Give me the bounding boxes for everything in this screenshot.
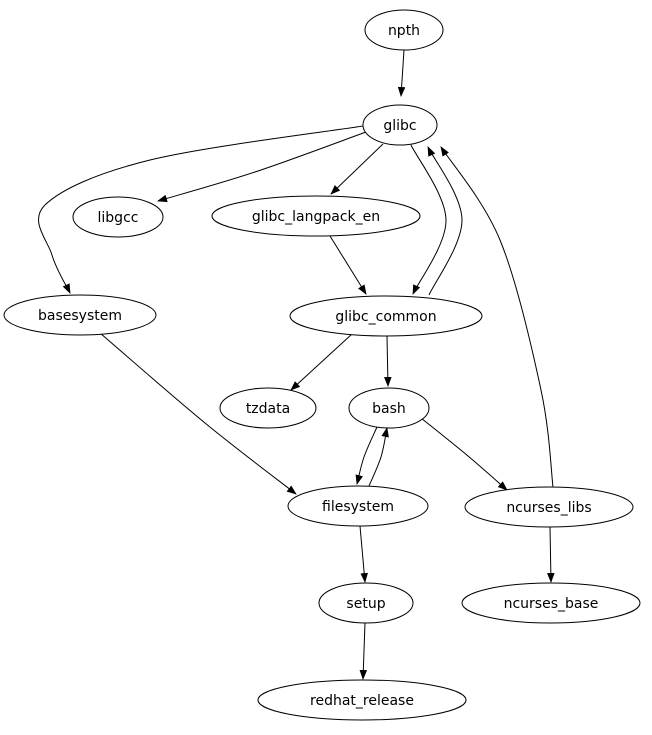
edge-glibc_langpack_en-to-glibc_common (329, 235, 367, 295)
edge-glibc-to-basesystem (38, 125, 364, 294)
node-label-setup: setup (346, 596, 385, 612)
edge-glibc-to-glibc_langpack_en (330, 143, 384, 195)
node-ncurses_libs: ncurses_libs (464, 486, 634, 528)
node-setup: setup (318, 582, 414, 624)
node-label-redhat_release: redhat_release (310, 693, 414, 709)
node-label-filesystem: filesystem (322, 499, 394, 515)
node-ellipse-glibc (362, 104, 438, 146)
node-ellipse-tzdata (219, 387, 317, 429)
node-ellipse-basesystem (3, 294, 157, 336)
node-label-libgcc: libgcc (98, 210, 139, 226)
node-ellipse-setup (318, 582, 414, 624)
node-label-basesystem: basesystem (38, 308, 122, 324)
edge-basesystem-to-filesystem (99, 332, 297, 495)
node-bash: bash (348, 387, 430, 429)
node-ncurses_base: ncurses_base (461, 582, 641, 624)
edge-filesystem-to-bash (368, 427, 389, 487)
node-label-glibc: glibc (383, 118, 416, 134)
nodes-layer: npth glibc libgcc glibc_langpack_en basesyst… (3, 9, 641, 721)
node-libgcc: libgcc (72, 196, 164, 238)
node-glibc: glibc (362, 104, 438, 146)
node-ellipse-filesystem (287, 485, 429, 527)
node-glibc_common: glibc_common (289, 295, 483, 337)
node-label-bash: bash (372, 401, 406, 417)
node-label-ncurses_libs: ncurses_libs (506, 500, 591, 516)
node-ellipse-ncurses_libs (464, 486, 634, 528)
edge-npth-to-glibc (397, 49, 406, 97)
edge-glibc_common-to-tzdata (290, 333, 353, 391)
node-label-ncurses_base: ncurses_base (504, 596, 599, 612)
node-glibc_langpack_en: glibc_langpack_en (211, 195, 421, 237)
node-ellipse-npth (364, 9, 444, 51)
node-filesystem: filesystem (287, 485, 429, 527)
edge-filesystem-to-setup (359, 525, 368, 583)
node-redhat_release: redhat_release (257, 679, 467, 721)
edge-glibc_common-to-bash (384, 335, 392, 387)
edge-glibc-to-glibc_common (410, 144, 447, 295)
node-ellipse-glibc_common (289, 295, 483, 337)
edge-bash-to-filesystem (355, 426, 378, 485)
node-label-tzdata: tzdata (246, 401, 290, 417)
node-label-glibc_common: glibc_common (335, 309, 436, 325)
edge-bash-to-ncurses_libs (420, 417, 508, 491)
edge-setup-to-redhat_release (359, 622, 368, 680)
node-npth: npth (364, 9, 444, 51)
edge-glibc-to-libgcc (157, 131, 367, 203)
edge-glibc_common-to-glibc (427, 146, 463, 296)
edges-layer (38, 49, 555, 680)
node-ellipse-redhat_release (257, 679, 467, 721)
edge-ncurses_libs-to-ncurses_base (547, 526, 555, 583)
node-ellipse-glibc_langpack_en (211, 195, 421, 237)
node-basesystem: basesystem (3, 294, 157, 336)
node-tzdata: tzdata (219, 387, 317, 429)
node-label-glibc_langpack_en: glibc_langpack_en (252, 209, 380, 225)
node-ellipse-ncurses_base (461, 582, 641, 624)
node-ellipse-bash (348, 387, 430, 429)
edge-ncurses_libs-to-glibc (440, 146, 554, 488)
node-ellipse-libgcc (72, 196, 164, 238)
node-label-npth: npth (388, 23, 420, 39)
